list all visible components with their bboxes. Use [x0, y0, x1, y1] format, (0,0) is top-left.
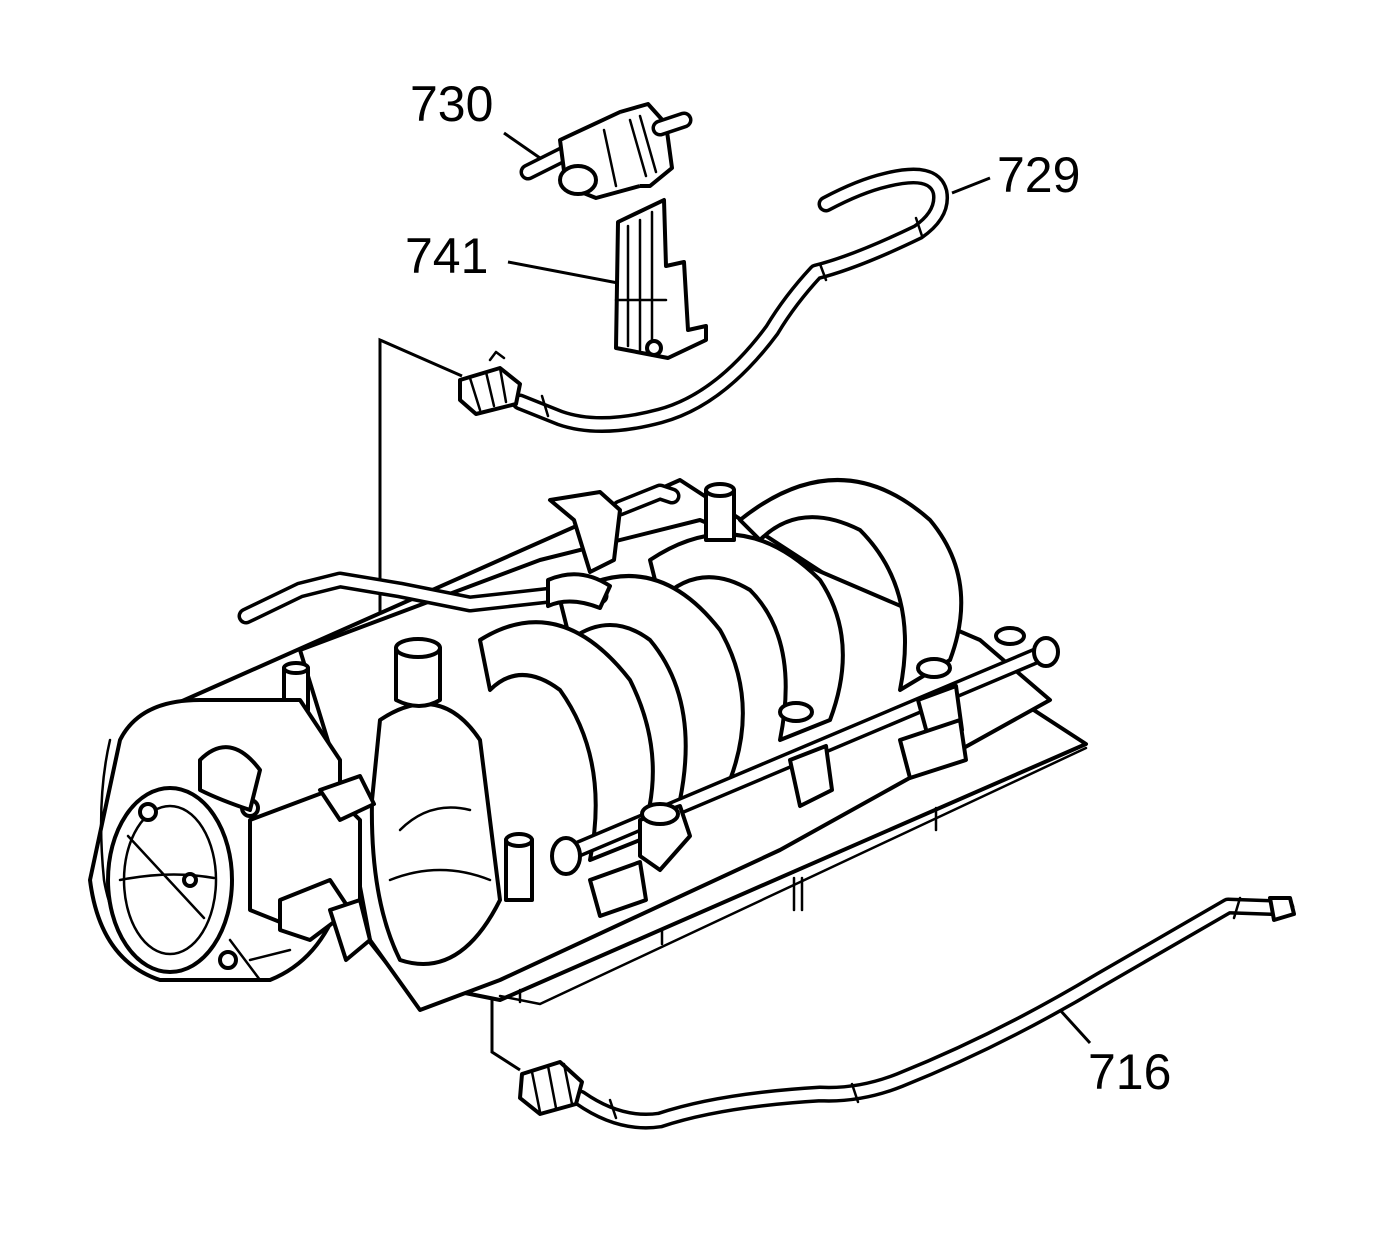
vapor-pipe-729: [458, 167, 950, 434]
intake-manifold: [88, 478, 1088, 1012]
callout-729: 729: [997, 147, 1080, 203]
callout-730: 730: [410, 76, 493, 132]
leader-lines: [503, 131, 1092, 1045]
bracket-741: [614, 198, 708, 360]
vapor-pipe-716: [518, 896, 1296, 1130]
leader-729: [951, 176, 991, 195]
purge-valve-730: [519, 102, 693, 200]
callout-716: 716: [1088, 1044, 1171, 1100]
callout-741: 741: [405, 228, 488, 284]
leader-741: [507, 260, 619, 285]
leader-730: [503, 131, 541, 160]
leader-716: [1058, 1008, 1092, 1045]
